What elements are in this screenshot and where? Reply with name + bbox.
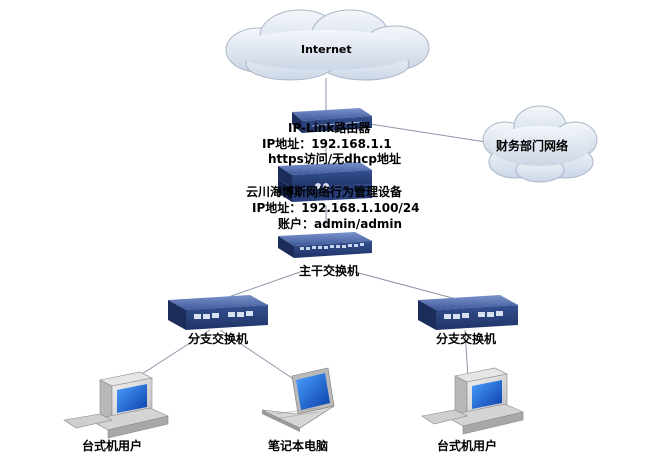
manager-ip: IP地址：192.168.1.100/24 (252, 201, 420, 215)
internet-cloud-icon (225, 9, 430, 81)
finance-network-label: 财务部门网络 (496, 139, 569, 153)
management-device-icon (278, 162, 372, 202)
manager-name: 云川海博斯网络行为管理设备 (246, 185, 403, 199)
router-ip: IP地址：192.168.1.1 (262, 137, 392, 151)
desktop-left-label: 台式机用户 (82, 439, 143, 453)
router-name: IP-Link路由器 (288, 121, 371, 135)
router-note: https访问/无dhcp地址 (268, 152, 401, 166)
connection-lines (124, 78, 506, 386)
laptop-label: 笔记本电脑 (268, 439, 329, 453)
core-switch-label: 主干交换机 (299, 264, 360, 278)
router-icon (292, 108, 372, 133)
branch-switch-left-label: 分支交换机 (188, 332, 249, 346)
branch-switch-left-icon (168, 295, 268, 330)
desktop-right-label: 台式机用户 (437, 439, 498, 453)
branch-switch-right-label: 分支交换机 (436, 332, 497, 346)
internet-label: Internet (301, 43, 352, 56)
desktop-pc-left-icon (63, 371, 169, 439)
finance-cloud-icon (482, 105, 598, 183)
laptop-icon (261, 367, 335, 432)
desktop-pc-right-icon (421, 367, 524, 435)
manager-account: 账户：admin/admin (278, 217, 403, 231)
branch-switch-right-icon (418, 295, 518, 330)
core-switch-icon (278, 232, 372, 258)
